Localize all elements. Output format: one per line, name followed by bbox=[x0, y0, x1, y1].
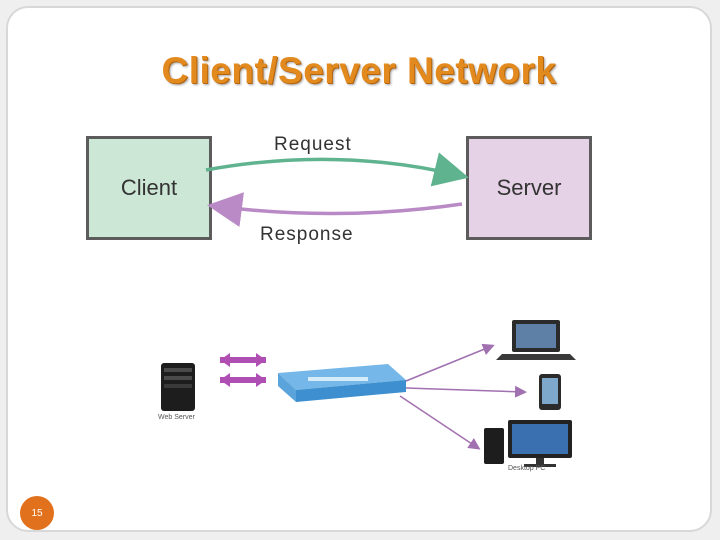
request-arrow bbox=[205, 152, 469, 187]
request-label: Request bbox=[274, 134, 352, 155]
laptop-icon bbox=[496, 320, 576, 360]
slide: Client/Server Network Client Server bbox=[6, 6, 712, 532]
page-number: 15 bbox=[31, 507, 43, 519]
pc-caption: Desktop PC bbox=[508, 465, 546, 472]
desktop-computer-icon bbox=[484, 420, 572, 467]
smartphone-icon bbox=[539, 374, 561, 410]
link-to-laptop bbox=[405, 343, 495, 382]
client-node: Client bbox=[86, 136, 212, 240]
link-to-desktop bbox=[399, 395, 481, 450]
server-traffic-arrows bbox=[220, 353, 266, 387]
diagram-wires bbox=[161, 152, 576, 467]
link-to-phone bbox=[405, 385, 527, 398]
server-caption: Web Server bbox=[158, 414, 195, 421]
client-node-label: Client bbox=[120, 175, 178, 200]
server-node-label: Server bbox=[496, 175, 562, 200]
response-label: Response bbox=[260, 224, 354, 245]
page-number-badge: 15 bbox=[20, 496, 54, 530]
server-tower-icon bbox=[161, 363, 195, 411]
response-arrow bbox=[207, 192, 463, 227]
slide-title: Client/Server Network bbox=[161, 50, 557, 91]
server-node: Server bbox=[466, 136, 592, 240]
network-switch-icon bbox=[278, 364, 406, 402]
